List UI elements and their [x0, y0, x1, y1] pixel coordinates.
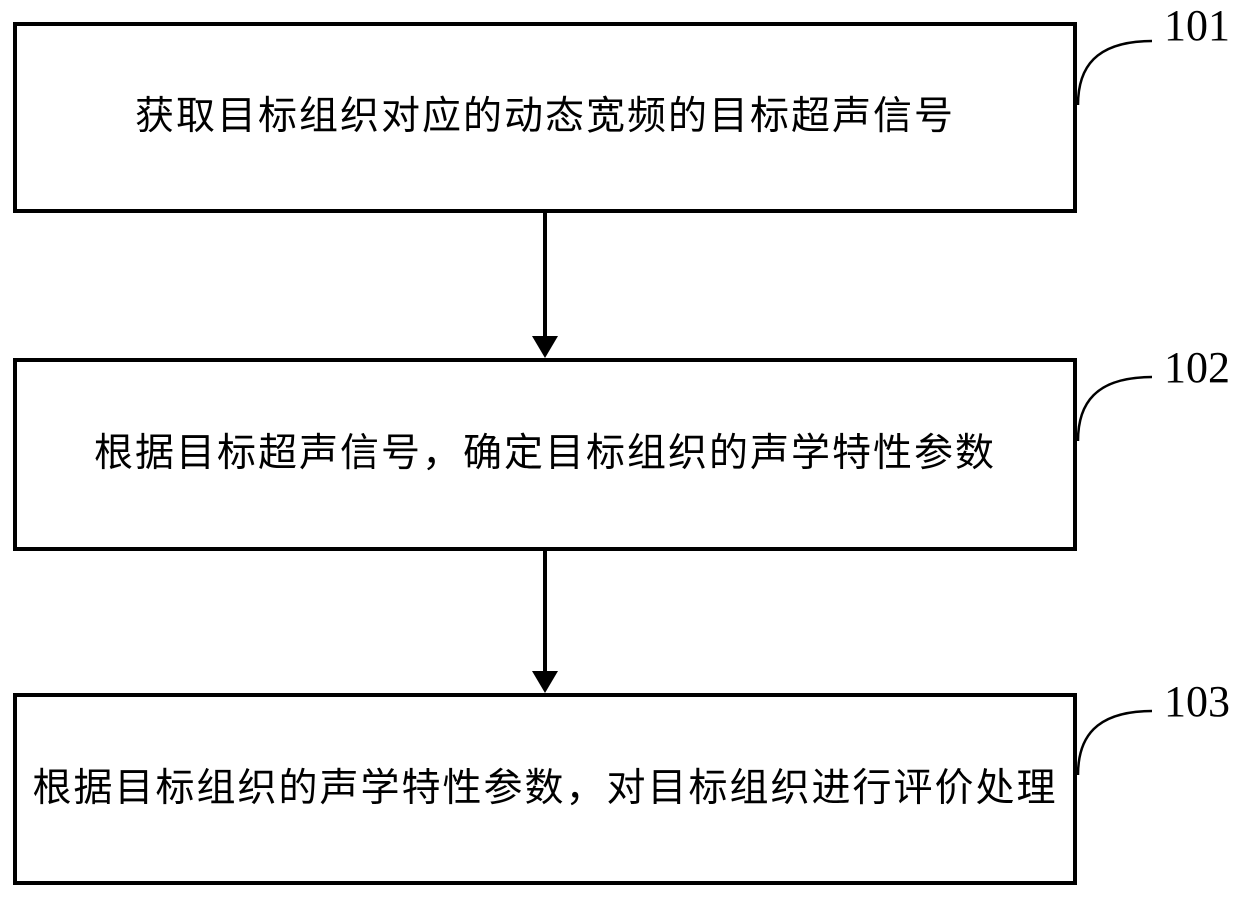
step-text-103: 根据目标组织的声学特性参数，对目标组织进行评价处理: [32, 766, 1058, 810]
leader-line-103: [1076, 709, 1153, 776]
leader-line-102: [1076, 375, 1153, 442]
step-box-101: 获取目标组织对应的动态宽频的目标超声信号: [13, 22, 1077, 213]
leader-line-101: [1076, 39, 1153, 106]
arrow-shaft: [543, 213, 547, 343]
step-text-101: 获取目标组织对应的动态宽频的目标超声信号: [134, 95, 955, 139]
step-box-103: 根据目标组织的声学特性参数，对目标组织进行评价处理: [13, 693, 1077, 885]
flow-arrow-102-103: [532, 551, 558, 693]
step-text-102: 根据目标超声信号，确定目标组织的声学特性参数: [93, 432, 996, 476]
ref-label-101: 101: [1164, 1, 1230, 50]
arrow-shaft: [543, 551, 547, 678]
flow-arrow-101-102: [532, 213, 558, 358]
arrow-down-icon: [532, 671, 558, 693]
ref-label-103: 103: [1164, 677, 1230, 726]
step-box-102: 根据目标超声信号，确定目标组织的声学特性参数: [13, 358, 1077, 551]
ref-label-102: 102: [1164, 343, 1230, 392]
arrow-down-icon: [532, 336, 558, 358]
